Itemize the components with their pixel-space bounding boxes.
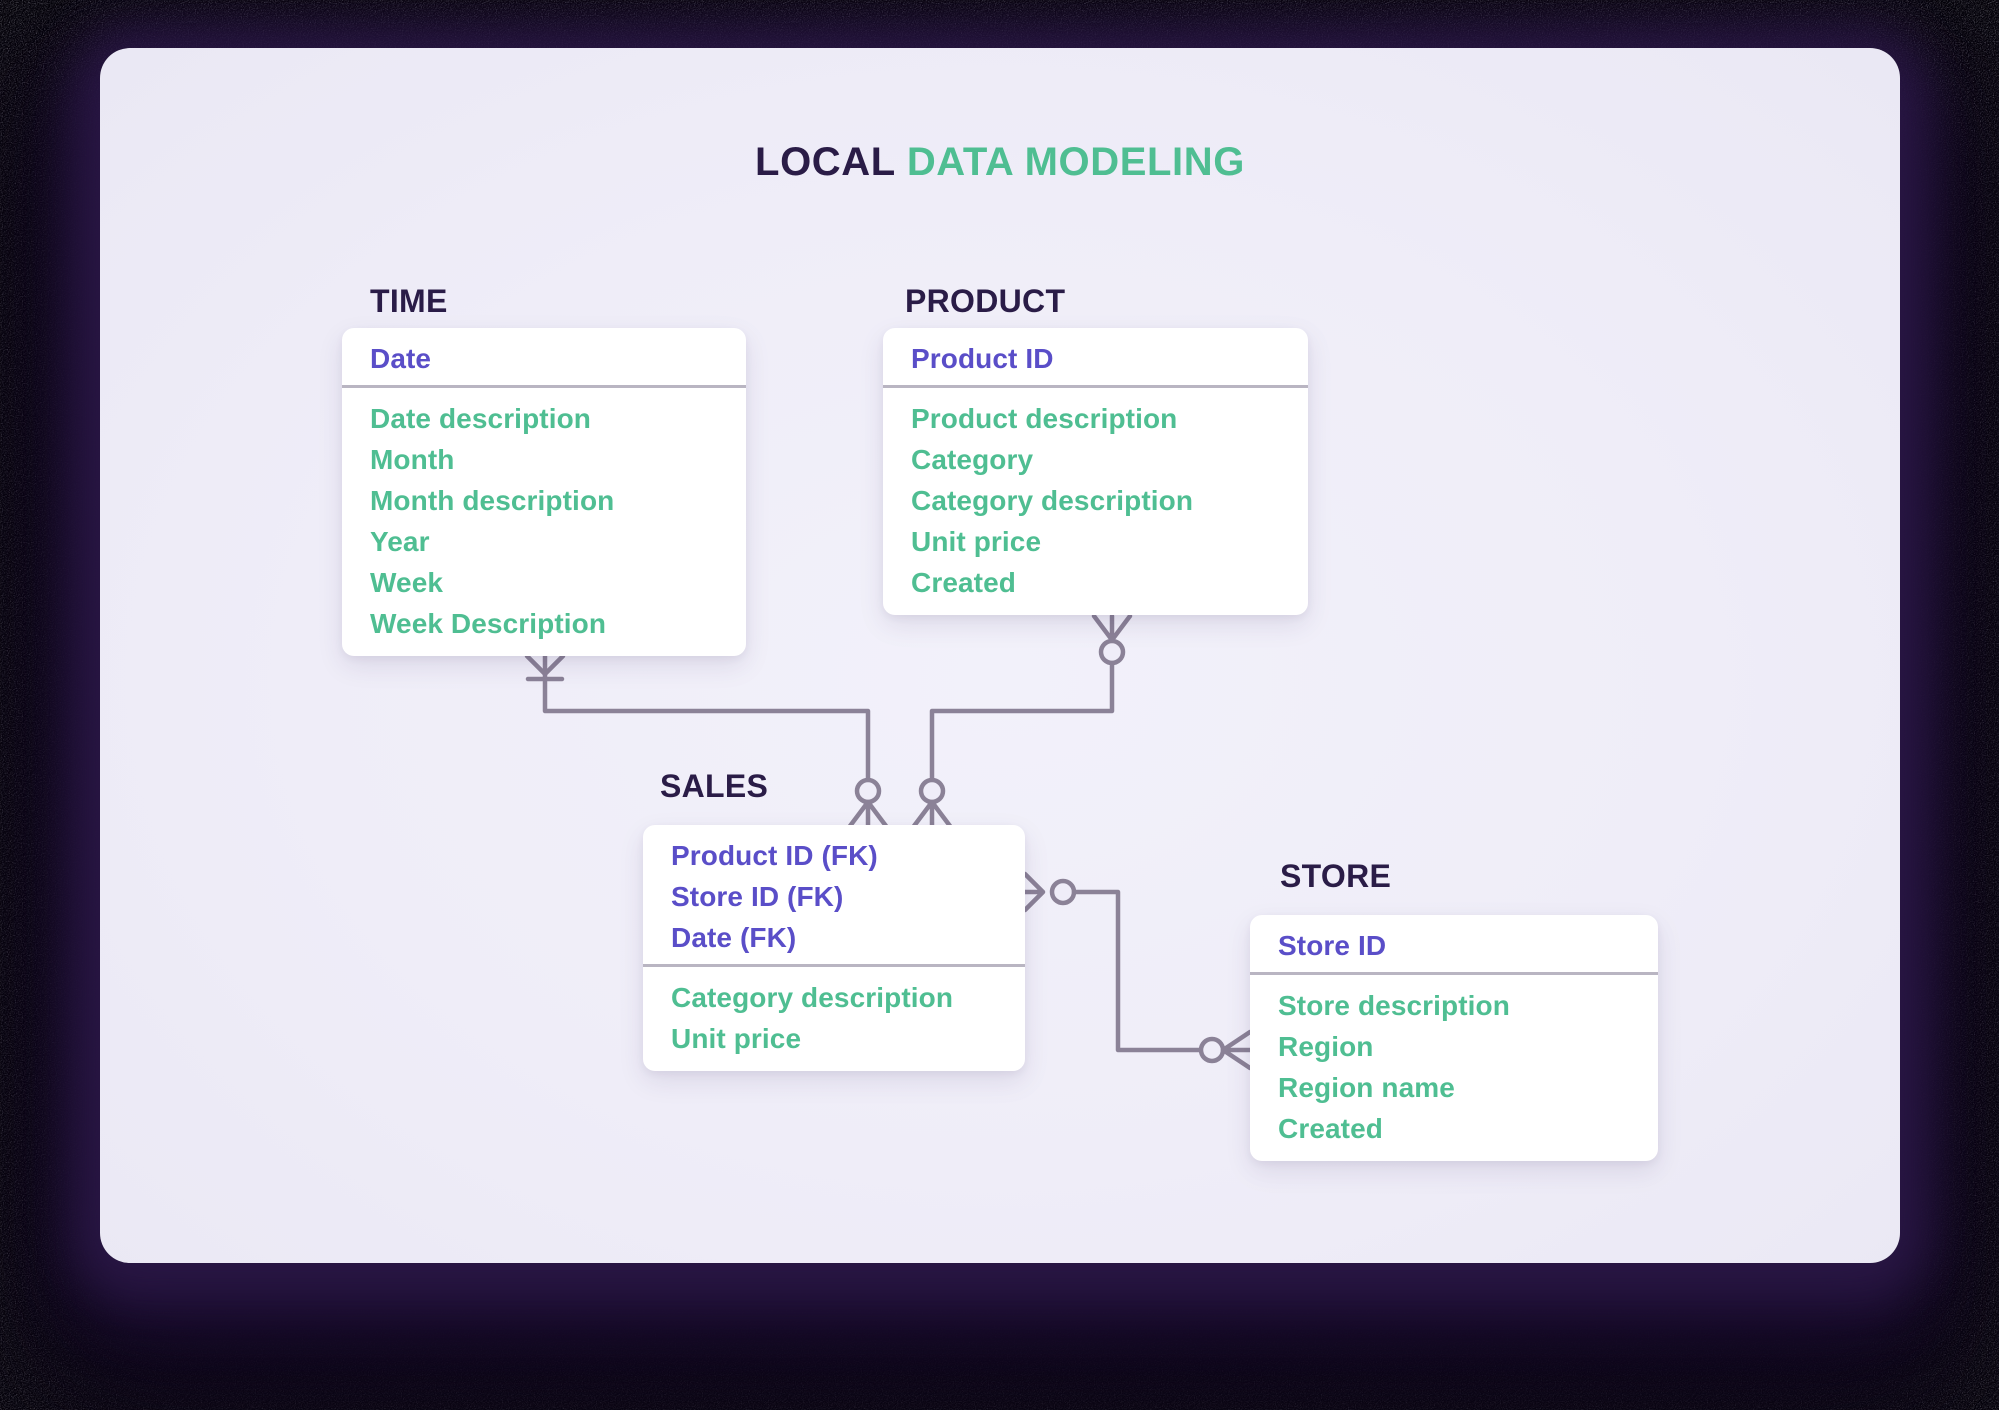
attribute-field: Date description [370, 402, 591, 434]
attribute-field: Category description [671, 981, 954, 1013]
key-field: Date [370, 342, 432, 374]
attribute-field: Product description [911, 402, 1178, 434]
key-field: Date (FK) [671, 921, 797, 953]
entity-divider [883, 385, 1308, 388]
attribute-field: Region [1278, 1030, 1374, 1062]
attribute-field: Month [370, 443, 455, 475]
page-title-highlight: DATA MODELING [906, 140, 1245, 184]
attribute-field: Unit price [671, 1022, 802, 1054]
entity-store-keys: Store ID [1250, 915, 1658, 972]
attribute-field: Year [370, 525, 430, 557]
key-field: Store ID (FK) [671, 880, 844, 912]
page-title-prefix: LOCAL [755, 140, 896, 184]
attribute-field: Week Description [370, 607, 607, 639]
attribute-field: Category [911, 443, 1034, 475]
attribute-field: Month description [370, 484, 615, 516]
attribute-field: Week [370, 566, 444, 598]
entity-sales: Product ID (FK) Store ID (FK) Date (FK) Ca… [643, 825, 1025, 1071]
entity-time-keys: Date [342, 328, 746, 385]
attribute-field: Created [911, 566, 1016, 598]
attribute-field: Category description [911, 484, 1194, 516]
key-field: Store ID [1278, 929, 1387, 961]
key-field: Product ID (FK) [671, 839, 878, 871]
entity-title-sales: SALES [660, 768, 769, 804]
entity-divider [1250, 972, 1658, 975]
entity-title-product: PRODUCT [905, 283, 1066, 319]
attribute-field: Region name [1278, 1071, 1455, 1103]
entity-divider [342, 385, 746, 388]
entity-product-keys: Product ID [883, 328, 1308, 385]
attribute-field: Unit price [911, 525, 1042, 557]
attribute-field: Store description [1278, 989, 1510, 1021]
attribute-field: Created [1278, 1112, 1383, 1144]
entity-divider [643, 964, 1025, 967]
entity-sales-keys: Product ID (FK) Store ID (FK) Date (FK) [643, 825, 1025, 964]
entity-title-store: STORE [1280, 858, 1392, 894]
entity-title-time: TIME [370, 283, 448, 319]
key-field: Product ID [911, 342, 1054, 374]
